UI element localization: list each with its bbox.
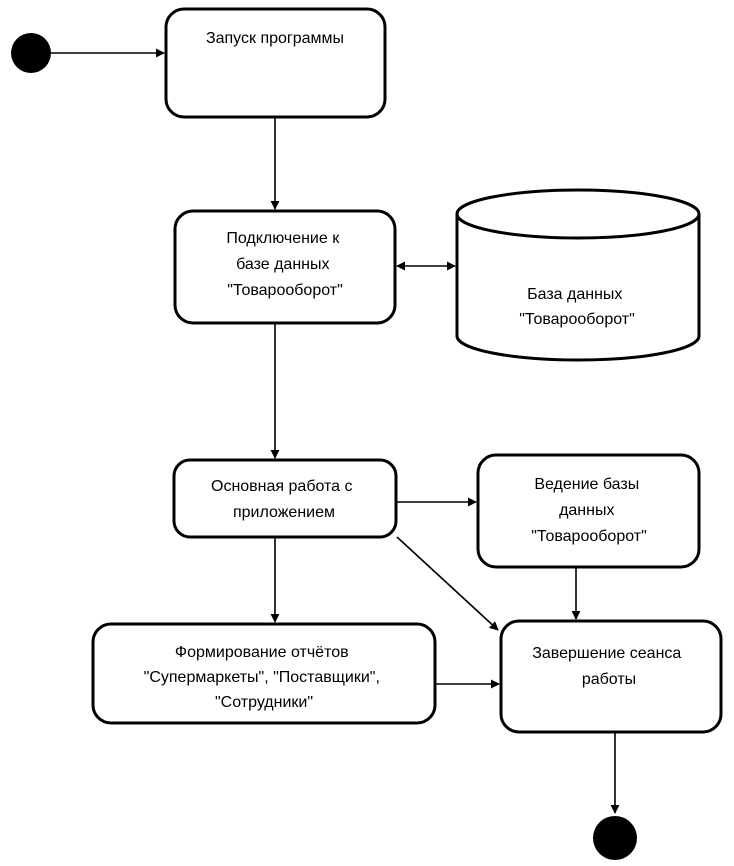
final-node xyxy=(593,816,637,860)
label-line: "Товарооборот" xyxy=(531,528,647,545)
label-line: "Товарооборот" xyxy=(227,282,343,299)
label-line: Ведение базы xyxy=(534,476,639,493)
node-end-session xyxy=(499,619,723,734)
initial-node xyxy=(11,33,51,73)
edge-main-to-end xyxy=(396,536,499,631)
label-line: Основная работа с xyxy=(211,478,353,495)
node-maintain-db xyxy=(476,453,701,569)
label-line: Формирование отчётов xyxy=(175,644,349,661)
node-main-work xyxy=(172,458,398,539)
label-maintain-db: Ведение базы данных "Товарооборот" xyxy=(531,476,647,545)
label-end-session: Завершение сеанса работы xyxy=(532,645,686,688)
label-line: Запуск программы xyxy=(206,30,344,47)
label-line: "Сотрудники" xyxy=(215,694,313,711)
label-main-work: Основная работа с приложением xyxy=(211,478,357,521)
label-line: базе данных xyxy=(236,256,329,273)
label-start-program: Запуск программы xyxy=(206,30,344,47)
node-start-program xyxy=(164,7,387,119)
label-line: "Супермаркеты", "Поставщики", xyxy=(144,669,380,686)
label-line: работы xyxy=(582,671,636,688)
node-database xyxy=(455,188,701,362)
label-line: приложением xyxy=(233,504,335,521)
node-connect-db xyxy=(173,209,397,325)
label-reports: Формирование отчётов "Супермаркеты", "По… xyxy=(144,644,385,711)
label-line: "Товарооборот" xyxy=(519,311,635,328)
label-database: База данных "Товарооборот" xyxy=(519,286,635,328)
label-line: данных xyxy=(559,502,614,519)
label-connect-db: Подключение к базе данных "Товарооборот" xyxy=(226,230,343,299)
label-line: База данных xyxy=(527,286,622,303)
label-line: Завершение сеанса xyxy=(532,645,681,662)
label-line: Подключение к xyxy=(226,230,340,247)
node-reports xyxy=(91,622,437,725)
